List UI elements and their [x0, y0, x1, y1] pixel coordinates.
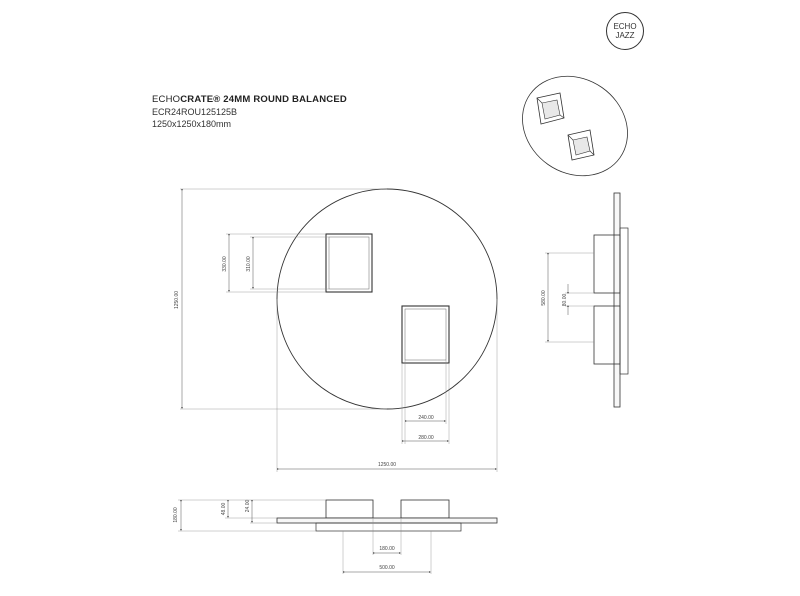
dim-bottom-depth-b: 24.00: [245, 500, 251, 513]
title-brand-light: ECHO: [152, 94, 181, 105]
dim-bottom-depth-a: 48.00: [221, 503, 227, 516]
title-block: ECHOCRATE® 24MM ROUND BALANCED ECR24ROU1…: [152, 94, 347, 130]
dim-box-height-a: 330.00: [222, 256, 228, 272]
front-box-upper: [325, 233, 373, 293]
side-box-upper: [593, 234, 621, 294]
perspective-box-1: [536, 92, 565, 125]
product-title: ECHOCRATE® 24MM ROUND BALANCED: [152, 94, 347, 106]
bottom-box-left: [325, 499, 374, 519]
side-panel: [613, 192, 621, 408]
side-batten: [619, 227, 629, 375]
bottom-panel: [276, 517, 498, 524]
dim-bottom-outer: 500.00: [379, 565, 395, 571]
side-box-lower: [593, 305, 621, 365]
echojazz-logo: ECHO JAZZ: [606, 12, 644, 50]
dim-bottom-inner: 180.00: [379, 546, 395, 552]
dim-bottom-depth-total: 180.00: [173, 507, 179, 523]
dim-side-gap: 80.00: [562, 294, 568, 307]
front-view: 1250.00 330.00 310.00 1250.00 240.00 280…: [174, 188, 498, 472]
bottom-batten: [315, 522, 462, 532]
title-brand-bold: CRATE® 24MM ROUND BALANCED: [180, 94, 347, 105]
perspective-view: [522, 75, 628, 177]
perspective-box-2: [567, 129, 595, 161]
dim-side-span: 580.00: [541, 290, 547, 306]
front-disc: [276, 188, 498, 410]
dim-front-width: 1250.00: [378, 462, 396, 468]
side-view: 580.00 80.00: [541, 192, 629, 408]
front-box-lower: [401, 305, 450, 364]
perspective-disc: [522, 75, 628, 177]
dim-box-inner-width: 240.00: [418, 415, 434, 421]
product-size: 1250x1250x180mm: [152, 119, 232, 129]
dim-front-height: 1250.00: [174, 291, 180, 309]
dim-box-height-b: 310.00: [246, 256, 252, 272]
bottom-view: 180.00 48.00 24.00 180.00 500.00: [173, 499, 498, 574]
dim-box-outer-width: 280.00: [418, 435, 434, 441]
bottom-box-right: [400, 499, 450, 519]
logo-line-2: JAZZ: [615, 31, 635, 40]
logo-line-1: ECHO: [613, 22, 637, 31]
product-code: ECR24ROU125125B: [152, 107, 238, 117]
